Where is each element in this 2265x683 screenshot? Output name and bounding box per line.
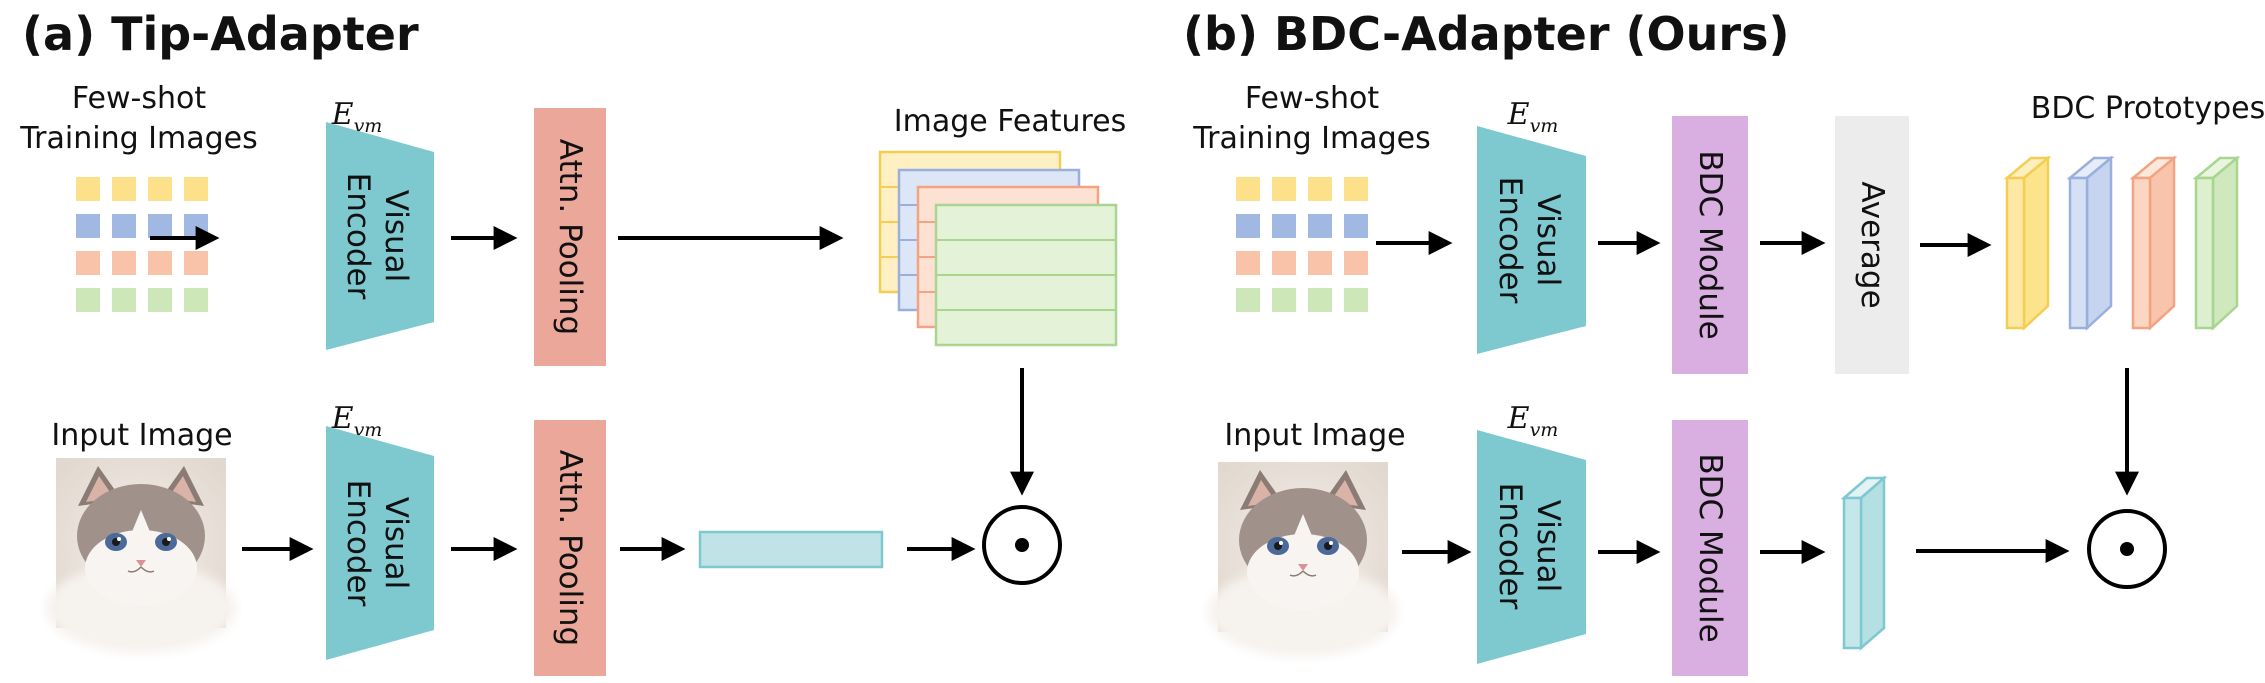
visual-encoder-bottom xyxy=(326,426,434,660)
input-image-label: Input Image xyxy=(51,418,232,453)
prototype-green xyxy=(2192,155,2241,331)
training-image-tile xyxy=(1344,214,1368,238)
bdc-prototypes-label: BDC Prototypes xyxy=(2031,91,2265,126)
few-shot-label-line1: Few-shot xyxy=(72,81,206,116)
training-image-tile xyxy=(148,288,172,312)
training-image-tile xyxy=(1344,288,1368,312)
training-image-tile xyxy=(1272,177,1296,201)
feature-map-green xyxy=(934,203,1118,347)
average-label: Average xyxy=(1854,181,1890,308)
panel-b: (b) BDC-Adapter (Ours) Few-shot Training… xyxy=(1183,7,2265,676)
training-image-tile xyxy=(184,177,208,201)
test-feature-vector xyxy=(698,530,884,569)
visual-encoder-bottom-label: VisualEncoder xyxy=(340,480,414,607)
bdc-module-bottom-label: BDC Module xyxy=(1692,453,1728,642)
training-image-tile xyxy=(1308,177,1332,201)
few-shot-label-line1: Few-shot xyxy=(1245,81,1379,116)
attn-pooling-bottom-label: Attn. Pooling xyxy=(552,450,588,646)
training-image-tile xyxy=(1308,251,1332,275)
training-image-tile xyxy=(1272,288,1296,312)
input-image-cat xyxy=(46,458,236,653)
elementwise-product-operator-b xyxy=(2087,509,2167,589)
image-features-stack xyxy=(878,150,1118,347)
training-image-tile xyxy=(1308,288,1332,312)
elementwise-product-operator-a xyxy=(982,505,1062,585)
prototype-orange xyxy=(2129,155,2178,331)
image-features-label: Image Features xyxy=(894,104,1127,139)
training-image-tile xyxy=(112,251,136,275)
input-image-label: Input Image xyxy=(1224,418,1405,453)
bdc-module-top xyxy=(1672,116,1748,374)
training-image-tile xyxy=(148,214,172,238)
training-image-tile xyxy=(1344,251,1368,275)
panel-a: (a) Tip-Adapter Few-shot Training Images… xyxy=(19,7,1126,676)
visual-encoder-bottom-label: VisualEncoder xyxy=(1492,483,1566,610)
training-image-tile xyxy=(1344,177,1368,201)
training-image-tile xyxy=(1236,251,1260,275)
visual-encoder-top xyxy=(326,122,434,350)
encoder-symbol: Evm xyxy=(1507,401,1559,441)
training-image-tile xyxy=(184,214,208,238)
training-image-tile xyxy=(1236,214,1260,238)
training-image-tile xyxy=(112,288,136,312)
bdc-prototypes xyxy=(2003,155,2241,331)
training-image-tile xyxy=(1272,251,1296,275)
encoder-symbol: Evm xyxy=(331,97,383,137)
average-block xyxy=(1835,116,1909,374)
encoder-symbol: Evm xyxy=(1507,97,1559,137)
visual-encoder-top-label: VisualEncoder xyxy=(340,173,414,300)
test-bdc-feature xyxy=(1840,475,1888,651)
training-image-tile xyxy=(148,177,172,201)
training-image-tile xyxy=(1236,177,1260,201)
encoder-symbol: Evm xyxy=(331,401,383,441)
attn-pooling-bottom xyxy=(534,420,606,676)
prototype-blue xyxy=(2066,155,2115,331)
attn-pooling-top xyxy=(534,108,606,366)
training-image-tile xyxy=(148,251,172,275)
attn-pooling-top-label: Attn. Pooling xyxy=(552,139,588,335)
panel-b-title: (b) BDC-Adapter (Ours) xyxy=(1183,7,1790,61)
few-shot-label-line2: Training Images xyxy=(1192,121,1431,156)
training-image-tile xyxy=(76,288,100,312)
training-image-tile xyxy=(1236,288,1260,312)
visual-encoder-bottom xyxy=(1477,430,1586,664)
visual-encoder-top-label: VisualEncoder xyxy=(1492,177,1566,304)
few-shot-image-grid xyxy=(1236,177,1368,312)
training-image-tile xyxy=(112,214,136,238)
bdc-module-top-label: BDC Module xyxy=(1692,150,1728,339)
few-shot-label-line2: Training Images xyxy=(19,121,258,156)
panel-a-title: (a) Tip-Adapter xyxy=(22,7,419,61)
training-image-tile xyxy=(76,251,100,275)
training-image-tile xyxy=(76,214,100,238)
training-image-tile xyxy=(112,177,136,201)
prototype-yellow xyxy=(2003,155,2052,331)
training-image-tile xyxy=(1308,214,1332,238)
training-image-tile xyxy=(184,251,208,275)
training-image-tile xyxy=(184,288,208,312)
visual-encoder-top xyxy=(1477,126,1586,354)
bdc-module-bottom xyxy=(1672,420,1748,676)
training-image-tile xyxy=(76,177,100,201)
few-shot-image-grid xyxy=(76,177,208,312)
input-image-cat xyxy=(1208,462,1398,657)
training-image-tile xyxy=(1272,214,1296,238)
